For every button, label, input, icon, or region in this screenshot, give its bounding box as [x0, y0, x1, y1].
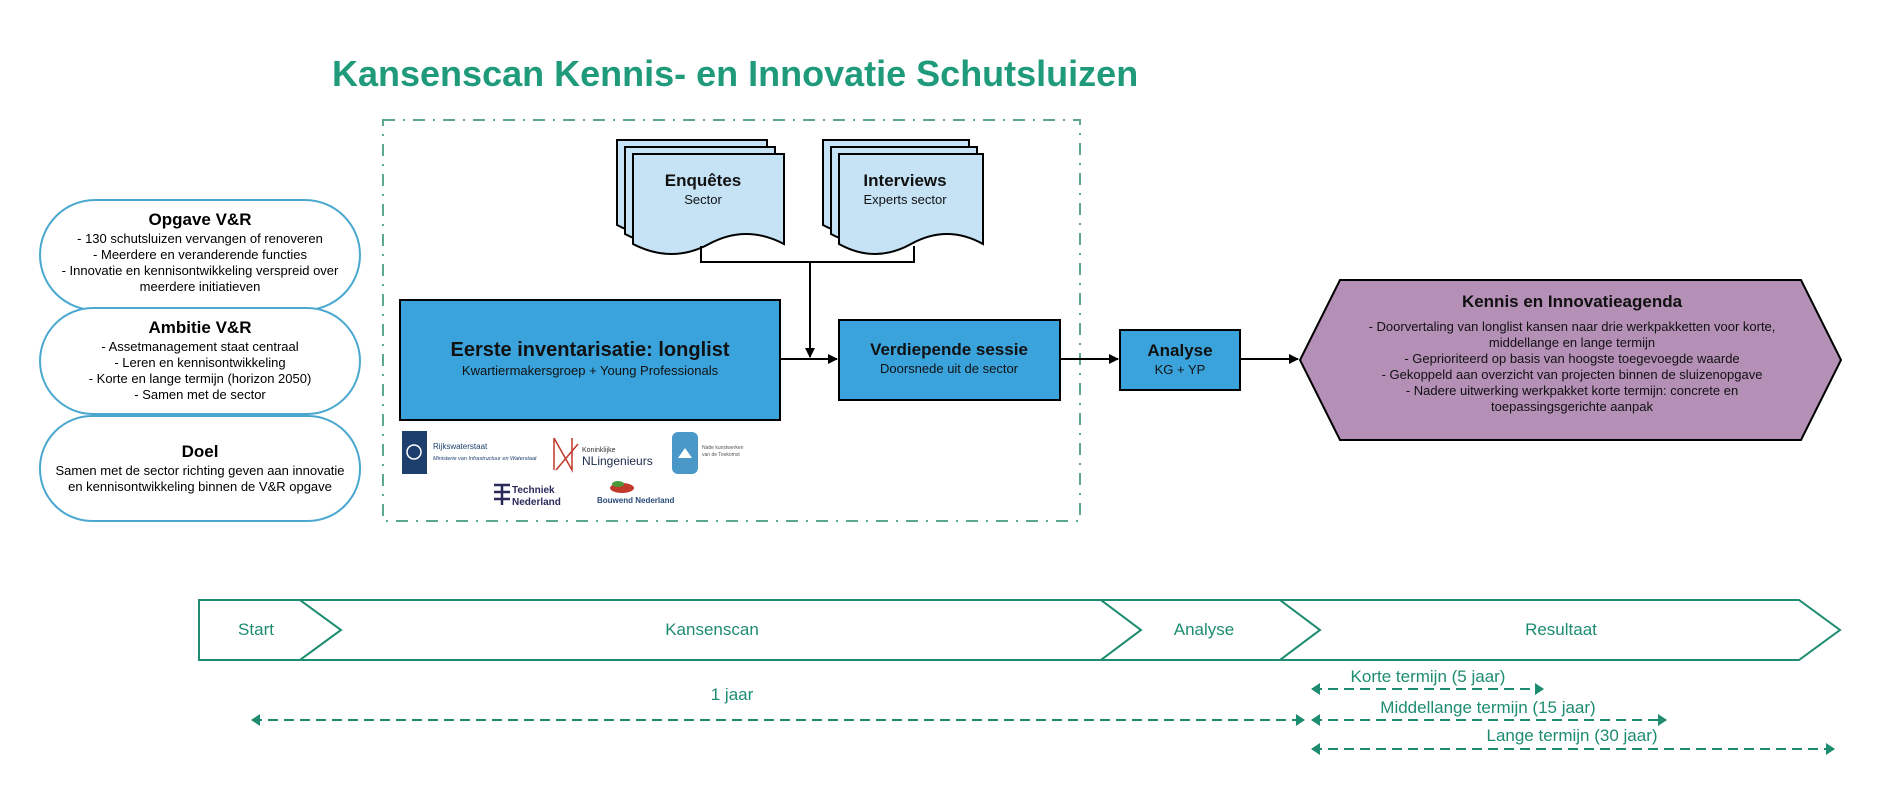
agenda-line: - Doorvertaling van longlist kansen naar… [1369, 319, 1776, 334]
interviews-document: Interviews Experts sector [822, 139, 984, 255]
nlingenieurs-logo: Koninklijke NLingenieurs [553, 437, 653, 473]
analysis-sub: KG + YP [1155, 362, 1206, 377]
phase-label-kansenscan: Kansenscan [665, 620, 759, 639]
opgave-line: meerdere initiatieven [140, 279, 261, 294]
phase-label-analyse: Analyse [1174, 620, 1234, 639]
logo-text: Techniek [512, 485, 555, 496]
opgave-line: - Meerdere en veranderende functies [93, 247, 307, 262]
longlist-heading: Eerste inventarisatie: longlist [451, 339, 730, 361]
techniek-nederland-logo: Techniek Nederland [494, 483, 561, 508]
opgave-line: - 130 schutsluizen vervangen of renovere… [77, 231, 323, 246]
agenda-line: middellange en lange termijn [1489, 335, 1655, 350]
duration-label-korte: Korte termijn (5 jaar) [1351, 667, 1506, 686]
agenda-heading: Kennis en Innovatieagenda [1462, 292, 1683, 311]
logo-text: NLingenieurs [582, 454, 653, 468]
doel-line: Samen met de sector richting geven aan i… [55, 463, 344, 478]
analysis-box: Analyse KG + YP [1119, 329, 1241, 391]
doel-heading: Doel [182, 442, 219, 461]
logo-text: Nederland [512, 497, 561, 508]
rijkswaterstaat-logo: Rijkswaterstaat Ministerie van Infrastru… [402, 431, 537, 474]
logo-text: Natte kunstwerken [702, 445, 744, 451]
analysis-heading: Analyse [1147, 341, 1212, 360]
session-box: Verdiepende sessie Doorsnede uit de sect… [838, 319, 1061, 401]
ambitie-line: - Leren en kennisontwikkeling [114, 355, 285, 370]
enquetes-sub: Sector [684, 192, 722, 207]
logo-text: Ministerie van Infrastructuur en Waterst… [433, 456, 537, 462]
bouwend-nederland-logo: Bouwend Nederland [597, 481, 674, 505]
opgave-line: - Innovatie en kennisontwikkeling verspr… [62, 263, 339, 278]
agenda-line: - Nadere uitwerking werkpakket korte ter… [1406, 383, 1738, 398]
ambitie-ellipse: Ambitie V&R - Assetmanagement staat cent… [39, 307, 361, 415]
logo-text: Koninklijke [582, 447, 616, 454]
enquetes-heading: Enquêtes [665, 171, 742, 190]
kansenscan-container [382, 119, 1081, 522]
logo-text: Rijkswaterstaat [433, 442, 488, 451]
phase-label-start: Start [238, 620, 274, 639]
session-heading: Verdiepende sessie [870, 340, 1028, 359]
doel-line: en kennisontwikkeling binnen de V&R opga… [68, 479, 332, 494]
agenda-line: toepassingsgerichte aanpak [1491, 399, 1653, 414]
agenda-hexagon: Kennis en Innovatieagenda - Doorvertalin… [1298, 279, 1843, 441]
opgave-heading: Opgave V&R [149, 210, 252, 229]
duration-label-1-jaar: 1 jaar [711, 685, 754, 704]
agenda-line: - Gekoppeld aan overzicht van projecten … [1382, 367, 1763, 382]
doel-ellipse: Doel Samen met de sector richting geven … [39, 415, 361, 522]
duration-label-middellange: Middellange termijn (15 jaar) [1380, 698, 1595, 717]
logo-text: van de Toekomst [702, 452, 740, 458]
interviews-sub: Experts sector [863, 192, 947, 207]
ambitie-heading: Ambitie V&R [149, 318, 252, 337]
session-sub: Doorsnede uit de sector [880, 361, 1019, 376]
longlist-sub: Kwartiermakersgroep + Young Professional… [462, 363, 719, 378]
page-title: Kansenscan Kennis- en Innovatie Schutslu… [332, 53, 1138, 94]
duration-label-lange: Lange termijn (30 jaar) [1486, 726, 1657, 745]
enquetes-document: Enquêtes Sector [616, 139, 785, 255]
logo-text: Bouwend Nederland [597, 496, 674, 505]
timeline-band [198, 599, 1842, 661]
ambitie-line: - Korte en lange termijn (horizon 2050) [89, 371, 312, 386]
timeline-phase-resultaat [1277, 599, 1842, 661]
agenda-line: - Geprioriteerd op basis van hoogste toe… [1404, 351, 1739, 366]
ambitie-line: - Samen met de sector [134, 387, 266, 402]
documents-connector [700, 246, 915, 357]
natte-kunstwerken-logo: Natte kunstwerken van de Toekomst [672, 432, 744, 474]
phase-label-resultaat: Resultaat [1525, 620, 1597, 639]
longlist-box: Eerste inventarisatie: longlist Kwartier… [399, 299, 781, 421]
ambitie-line: - Assetmanagement staat centraal [101, 339, 298, 354]
interviews-heading: Interviews [863, 171, 946, 190]
opgave-ellipse: Opgave V&R - 130 schutsluizen vervangen … [39, 199, 361, 311]
